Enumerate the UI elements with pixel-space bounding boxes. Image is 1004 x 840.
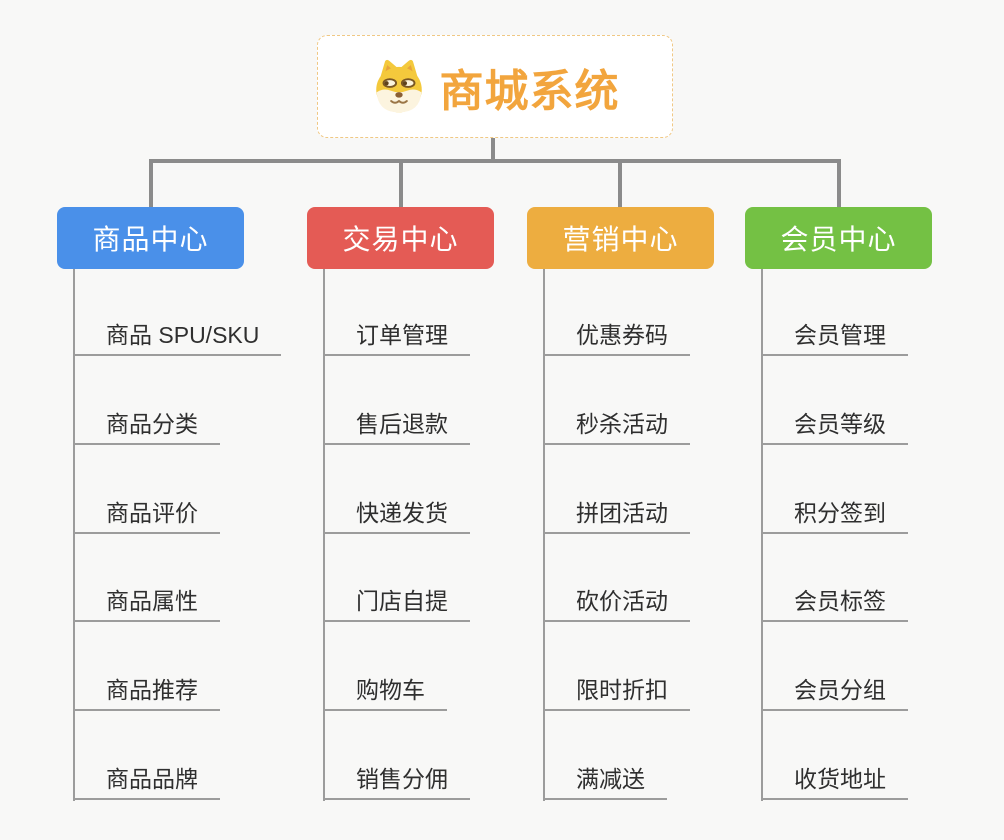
connector-stub-branch-1 — [149, 159, 153, 207]
leaf-node[interactable]: 收货地址 — [761, 766, 908, 800]
leaf-node[interactable]: 会员等级 — [761, 411, 908, 445]
leaf-node[interactable]: 商品 SPU/SKU — [73, 322, 282, 356]
connector-horizontal-bar — [149, 159, 841, 163]
leaf-node[interactable]: 积分签到 — [761, 500, 908, 534]
leaf-node[interactable]: 购物车 — [323, 677, 447, 711]
branch-node-product-center[interactable]: 商品中心 — [57, 207, 244, 269]
branch-vline — [761, 269, 763, 801]
leaf-node[interactable]: 商品品牌 — [73, 766, 220, 800]
leaf-node[interactable]: 售后退款 — [323, 411, 470, 445]
branch-node-marketing-center[interactable]: 营销中心 — [527, 207, 714, 269]
branch-vline — [323, 269, 325, 801]
leaf-node[interactable]: 限时折扣 — [543, 677, 690, 711]
leaf-node[interactable]: 拼团活动 — [543, 500, 690, 534]
leaf-node[interactable]: 快递发货 — [323, 500, 470, 534]
branch-marketing-center: 营销中心 优惠券码 秒杀活动 拼团活动 砍价活动 限时折扣 满减送 — [527, 207, 797, 817]
leaf-node[interactable]: 满减送 — [543, 766, 667, 800]
leaf-node[interactable]: 商品推荐 — [73, 677, 220, 711]
branch-trade-center: 交易中心 订单管理 售后退款 快递发货 门店自提 购物车 销售分佣 — [307, 207, 577, 817]
leaf-node[interactable]: 优惠券码 — [543, 322, 690, 356]
doge-icon — [375, 59, 422, 112]
leaf-node[interactable]: 商品评价 — [73, 500, 220, 534]
leaf-node[interactable]: 秒杀活动 — [543, 411, 690, 445]
branch-vline — [543, 269, 545, 801]
leaf-node[interactable]: 会员分组 — [761, 677, 908, 711]
root-node[interactable]: 商城系统 — [317, 35, 673, 138]
branch-product-center: 商品中心 商品 SPU/SKU 商品分类 商品评价 商品属性 商品推荐 商品品牌 — [57, 207, 327, 817]
branch-vline — [73, 269, 75, 801]
leaf-node[interactable]: 会员管理 — [761, 322, 908, 356]
root-title: 商城系统 — [439, 66, 620, 116]
leaf-node[interactable]: 销售分佣 — [323, 766, 470, 800]
branch-member-center: 会员中心 会员管理 会员等级 积分签到 会员标签 会员分组 收货地址 — [745, 207, 1004, 817]
leaf-node[interactable]: 商品属性 — [73, 588, 220, 622]
leaf-node[interactable]: 商品分类 — [73, 411, 220, 445]
leaf-node[interactable]: 订单管理 — [323, 322, 470, 356]
connector-stub-branch-2 — [399, 159, 403, 207]
connector-root-stub — [491, 136, 495, 160]
branch-node-member-center[interactable]: 会员中心 — [745, 207, 932, 269]
connector-stub-branch-3 — [618, 159, 622, 207]
connector-stub-branch-4 — [837, 159, 841, 207]
leaf-node[interactable]: 门店自提 — [323, 588, 470, 622]
branch-node-trade-center[interactable]: 交易中心 — [307, 207, 494, 269]
leaf-node[interactable]: 砍价活动 — [543, 588, 690, 622]
leaf-node[interactable]: 会员标签 — [761, 588, 908, 622]
